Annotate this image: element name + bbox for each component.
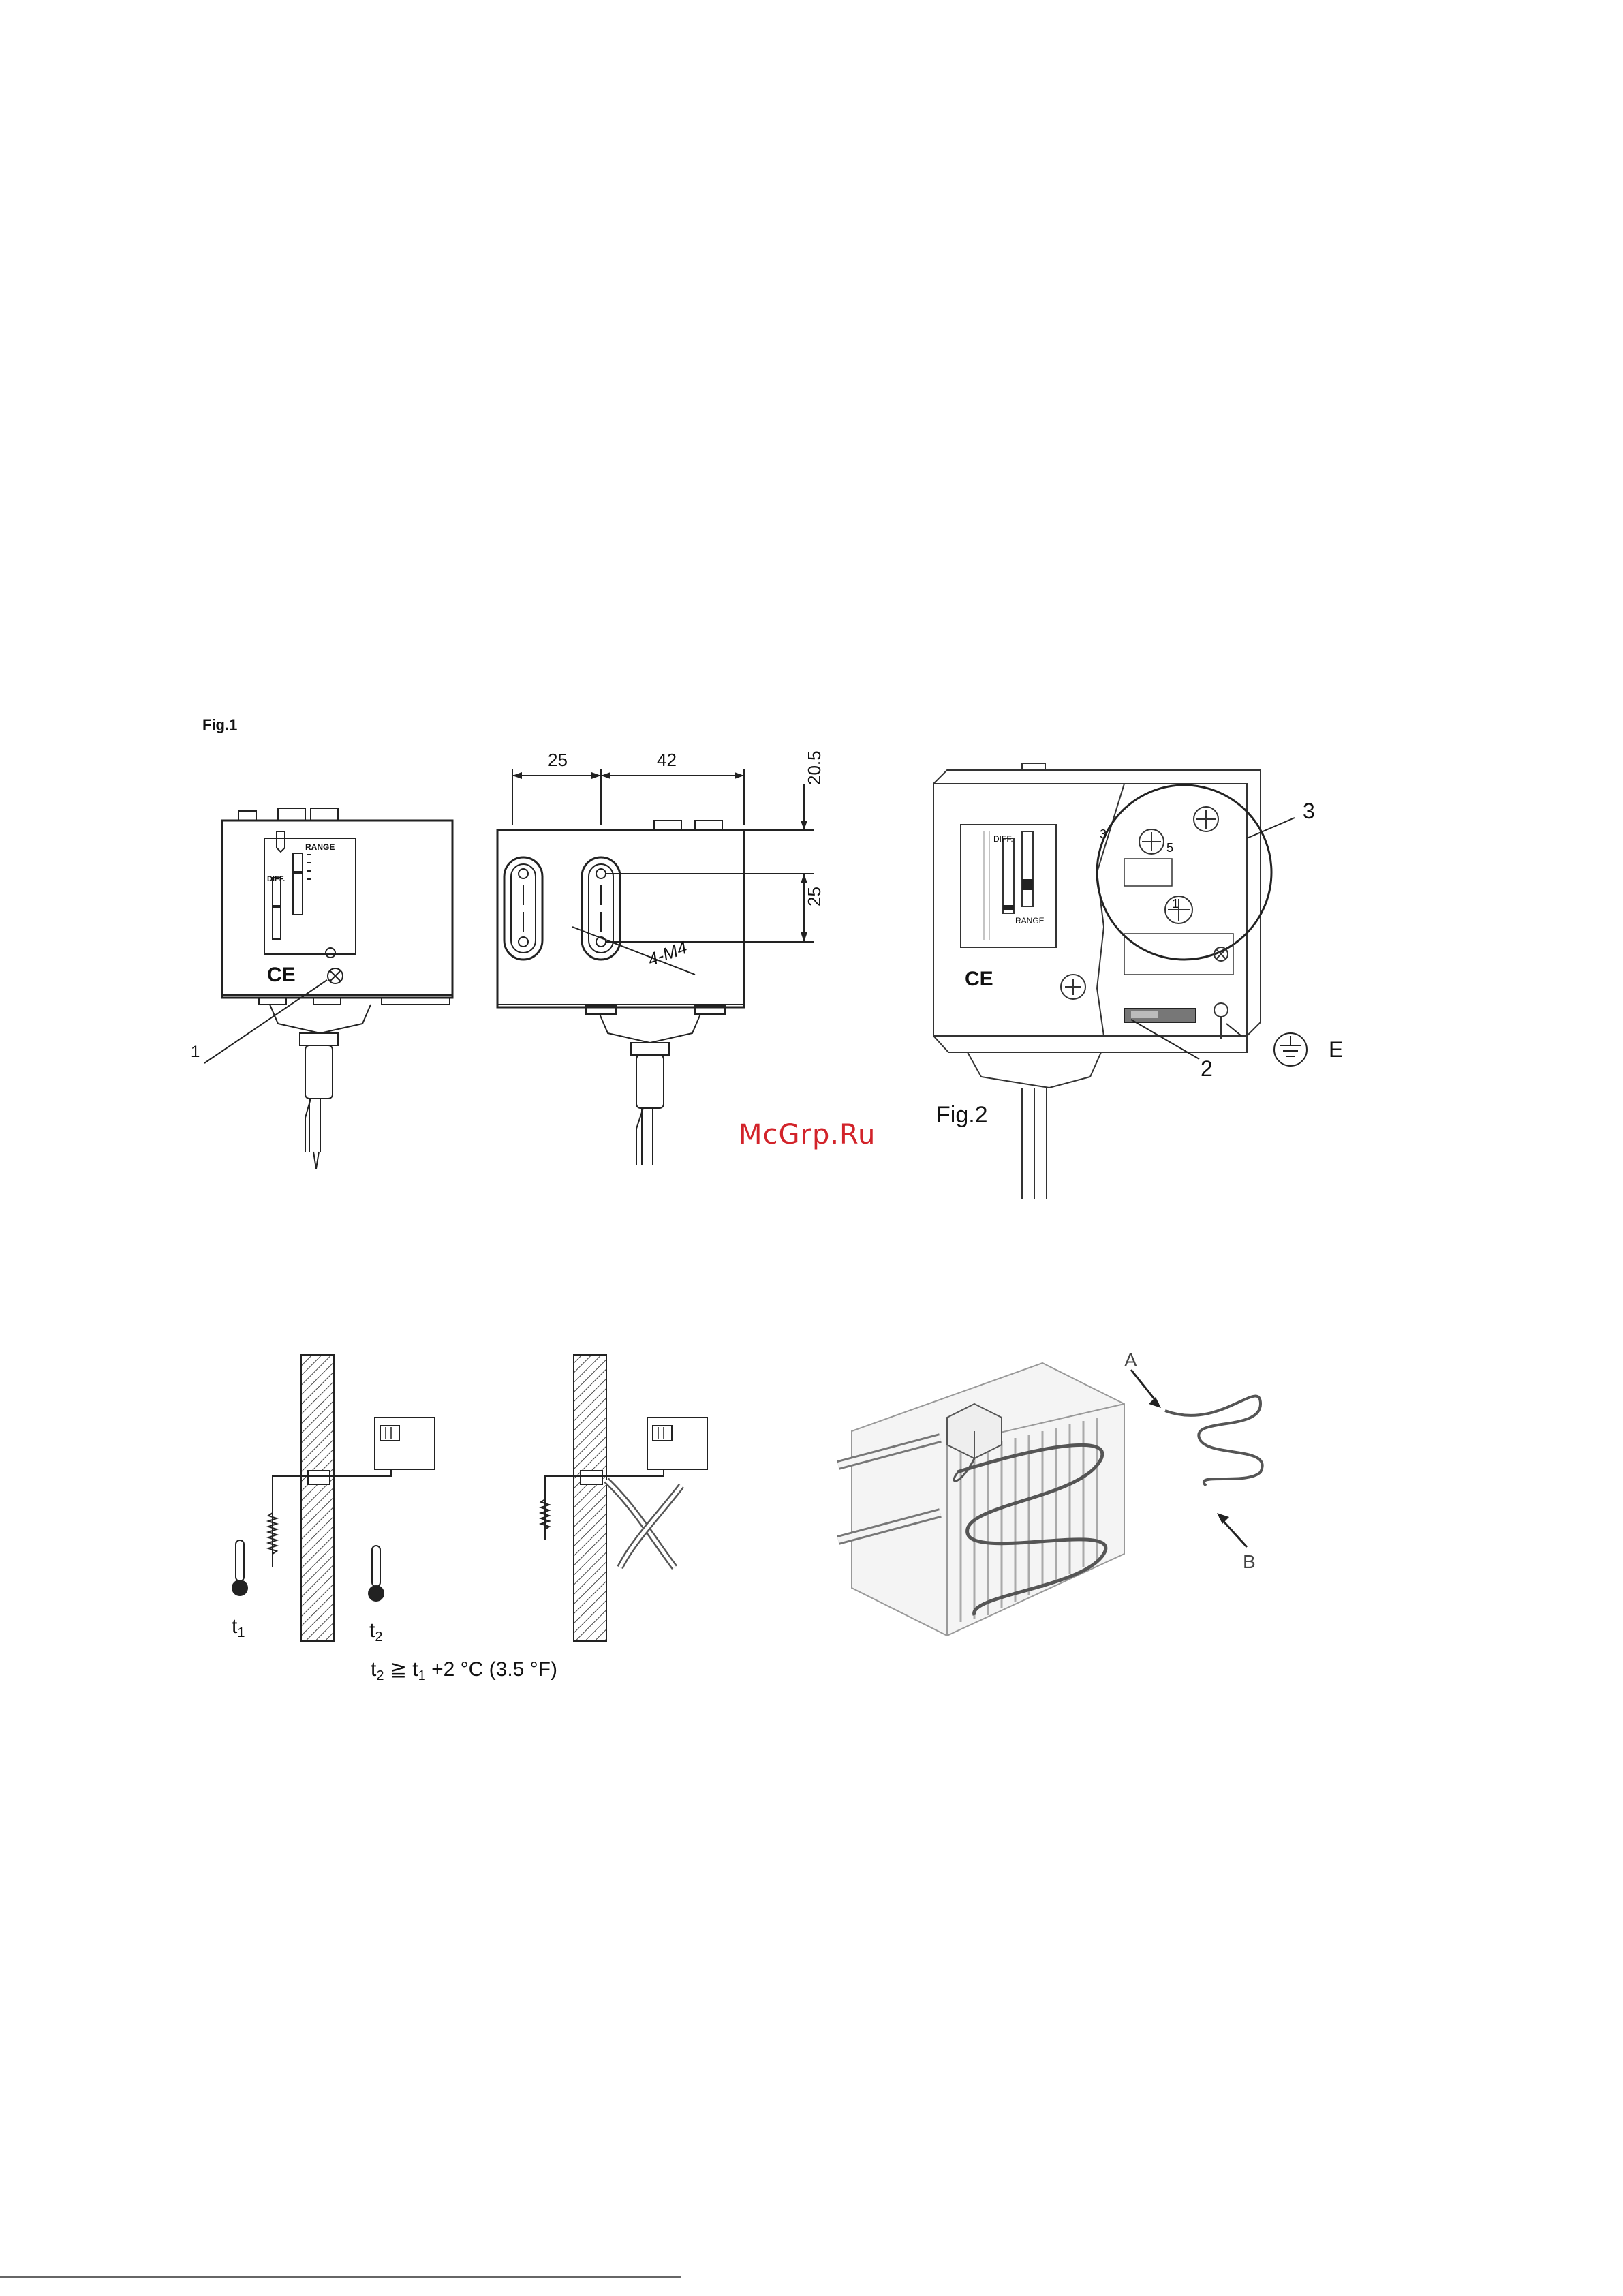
evaporator-drawing — [838, 1349, 1329, 1690]
dim-42-top: 42 — [657, 750, 677, 771]
earth-label: E — [1329, 1037, 1343, 1062]
terminal-3-label: 3 — [1100, 827, 1107, 842]
fig1-front-view: RANGE DIFF. CE 1 — [191, 797, 477, 1179]
callout-2: 2 — [1201, 1056, 1213, 1082]
fig1-side-view: 25 42 20.5 25 4-M4 — [491, 743, 845, 1179]
fig2-wiring-view: 3 2 E 3 5 1 DIFF. RANGE CE — [927, 763, 1376, 1199]
fig2-range-label: RANGE — [1015, 916, 1045, 925]
dim-25-right: 25 — [804, 887, 825, 906]
t2-label: t2 — [369, 1619, 382, 1645]
callout-3: 3 — [1303, 799, 1315, 824]
footer-rule — [0, 2276, 681, 2278]
terminal-1-label: 1 — [1172, 897, 1179, 911]
bulb-placement-drawing — [211, 1349, 756, 1697]
switch-front-drawing — [191, 797, 477, 1179]
ce-mark: CE — [267, 964, 296, 987]
fig2-caption: Fig.2 — [936, 1102, 988, 1129]
dim-20-5: 20.5 — [804, 750, 825, 785]
label-b: B — [1243, 1551, 1256, 1573]
fig1-caption: Fig.1 — [202, 716, 237, 734]
diff-label: DIFF. — [267, 875, 285, 883]
fig2-ce-mark: CE — [965, 968, 993, 991]
terminal-5-label: 5 — [1166, 841, 1173, 855]
fig3-bulb-placement: t1 t2 t2 ≧ t1 +2 °C (3.5 °F) — [211, 1349, 756, 1697]
temperature-formula: t2 ≧ t1 +2 °C (3.5 °F) — [371, 1657, 557, 1684]
fig4-evaporator: A B — [838, 1349, 1329, 1690]
fig2-diff-label: DIFF. — [993, 834, 1013, 844]
switch-cover-open-drawing — [927, 763, 1376, 1199]
t1-label: t1 — [232, 1615, 245, 1641]
label-a: A — [1124, 1349, 1137, 1371]
callout-1: 1 — [191, 1043, 200, 1062]
watermark: McGrp.Ru — [739, 1119, 876, 1150]
dim-25-top: 25 — [548, 750, 568, 771]
range-label: RANGE — [305, 842, 335, 852]
